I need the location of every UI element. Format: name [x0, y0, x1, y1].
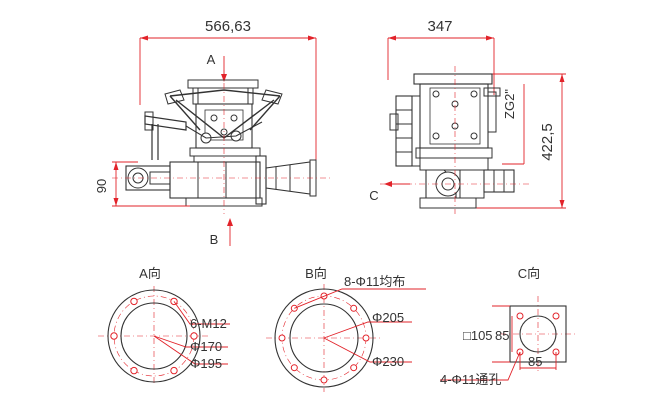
view-c-square: □105: [463, 328, 493, 343]
arrow-c-label: C: [369, 188, 378, 203]
view-b: B向 8-Φ11均布 Φ205 Φ230: [266, 266, 426, 392]
view-c-title: C向: [518, 266, 540, 281]
view-c-left-85: 85: [495, 328, 509, 343]
side-height-label: 422,5: [539, 123, 556, 161]
arrow-c: C: [369, 181, 410, 203]
view-c-bottom-85: 85: [528, 354, 542, 369]
front-width-dimension: 566,63: [139, 18, 317, 165]
view-c: C向 □105 85 85 4-Φ11通孔: [440, 266, 576, 387]
thread-label: ZG2": [502, 89, 517, 119]
view-b-dia-2: Φ230: [372, 354, 404, 369]
view-c-holes: 4-Φ11通孔: [440, 372, 501, 387]
view-a-title: A向: [139, 266, 161, 281]
view-a: A向 6-M12 Φ170 Φ195: [98, 266, 230, 384]
front-height-dimension: 90: [94, 161, 190, 207]
arrow-b-label: B: [210, 232, 219, 247]
view-b-holes: 8-Φ11均布: [344, 274, 405, 289]
side-width-label: 347: [427, 18, 452, 35]
view-a-dia-1: Φ170: [190, 339, 222, 354]
side-view: 347 422,5 ZG2": [369, 18, 566, 214]
side-width-dimension: 347: [387, 18, 495, 95]
front-height-label: 90: [94, 179, 109, 193]
arrow-b: B: [210, 218, 233, 247]
arrow-a: A: [207, 52, 227, 82]
side-height-dimension: 422,5: [470, 73, 566, 209]
arrow-a-label: A: [207, 52, 216, 67]
front-view: 566,63 A: [94, 18, 330, 247]
view-b-dia-1: Φ205: [372, 310, 404, 325]
view-a-dia-2: Φ195: [190, 356, 222, 371]
view-b-title: B向: [305, 266, 327, 281]
view-a-bolts: 6-M12: [190, 316, 227, 331]
front-width-label: 566,63: [205, 18, 251, 35]
